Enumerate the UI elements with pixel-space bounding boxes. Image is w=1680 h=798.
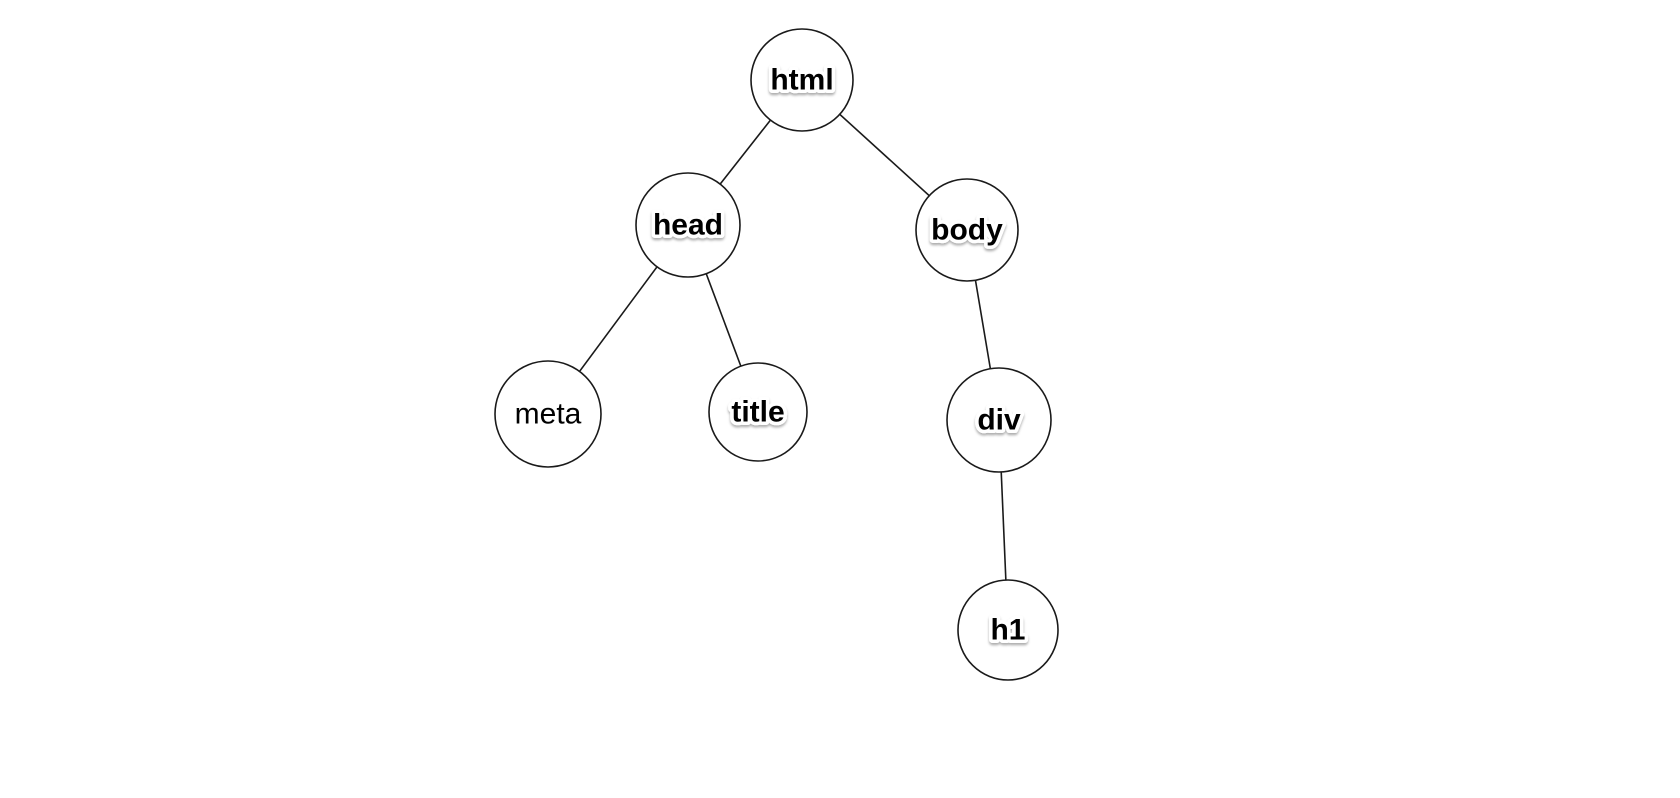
node-label-body: body bbox=[931, 214, 1003, 247]
node-label-halo-head: head bbox=[653, 209, 723, 242]
node-label-halo-div: div bbox=[977, 404, 1021, 437]
node-label-halo-h1: h1 bbox=[990, 614, 1025, 647]
node-label-meta: meta bbox=[515, 398, 582, 431]
node-label-title: title bbox=[731, 396, 784, 429]
node-label-halo-body: body bbox=[931, 214, 1003, 247]
node-label-head: head bbox=[653, 209, 723, 242]
node-circle-div bbox=[946, 367, 1052, 473]
node-circle-meta bbox=[494, 360, 602, 468]
node-label-html: html bbox=[770, 64, 833, 97]
node-label-h1: h1 bbox=[990, 614, 1025, 647]
node-circle-body bbox=[915, 178, 1019, 282]
node-label-halo-html: html bbox=[770, 64, 833, 97]
tree-node-meta: meta bbox=[494, 360, 602, 468]
edge-layer bbox=[547, 79, 1009, 631]
node-circle-title bbox=[708, 362, 808, 462]
node-circle-head bbox=[635, 172, 741, 278]
node-label-halo-title: title bbox=[731, 396, 784, 429]
node-label-div: div bbox=[977, 404, 1021, 437]
node-circle-h1 bbox=[957, 579, 1059, 681]
node-circle-html bbox=[750, 28, 854, 132]
